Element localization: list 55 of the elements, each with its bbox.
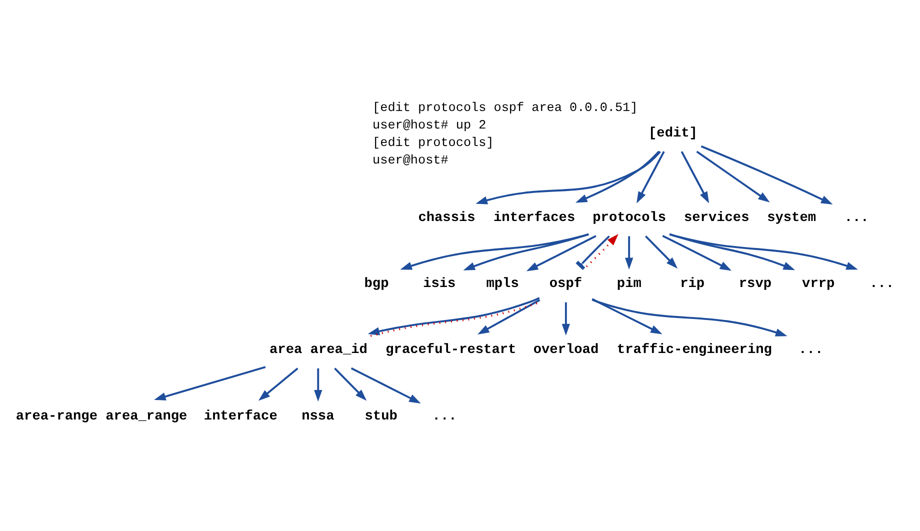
node-text: isis [423,276,456,292]
arrow [636,150,665,203]
arrow [669,232,796,270]
arrow [592,298,662,334]
label: [edit protocols] [372,134,494,150]
arrow [625,236,634,269]
node-text: interfaces [494,210,576,226]
arrow [314,368,322,402]
node-text: ... [798,342,824,358]
node-text: mpls [486,276,519,292]
node-text: protocols [592,210,666,226]
node-text: services [684,210,750,226]
node-text: stub [364,408,398,424]
node-text: interface [204,408,278,424]
arrow [669,232,858,270]
node-text: ... [844,210,869,226]
arrow [258,367,298,400]
arrow [696,150,770,202]
arrow [586,234,618,267]
node-text: pim [616,276,642,292]
label: [edit protocols ospf area 0.0.0.51] [372,99,638,114]
arrow [478,298,540,334]
arrow [350,366,421,403]
arrow [400,232,589,270]
node-text: area-range area_range [16,408,188,424]
node-text: graceful-restart [386,342,516,358]
arrow [154,366,266,400]
node-text: traffic-engineering [616,342,772,358]
node-text: area area_id [270,342,368,358]
node-text: ospf [549,276,582,292]
node-text: ... [432,408,457,424]
arrow [562,302,570,336]
arrow [476,150,661,204]
label: user@host# [372,152,448,167]
arrow [680,150,710,203]
arrow [463,232,589,270]
node-text: [edit] [648,126,698,141]
arrow [334,367,367,400]
arrow [662,234,732,270]
node-text: rsvp [738,276,772,292]
arrow [575,150,660,202]
node-text: nssa [302,408,334,424]
label: user@host# up 2 [372,116,486,132]
arrow [526,234,596,271]
node-text: chassis [418,210,476,226]
node-text: rip [680,276,705,292]
node-text: system [767,210,816,226]
node-text: bgp [364,276,389,292]
node-text: overload [533,342,599,358]
connector [576,235,610,270]
arrow [644,235,678,268]
node-text: ... [870,276,894,292]
arrow [700,144,833,204]
arrow [592,298,788,336]
node-text: vrrp [802,276,835,292]
